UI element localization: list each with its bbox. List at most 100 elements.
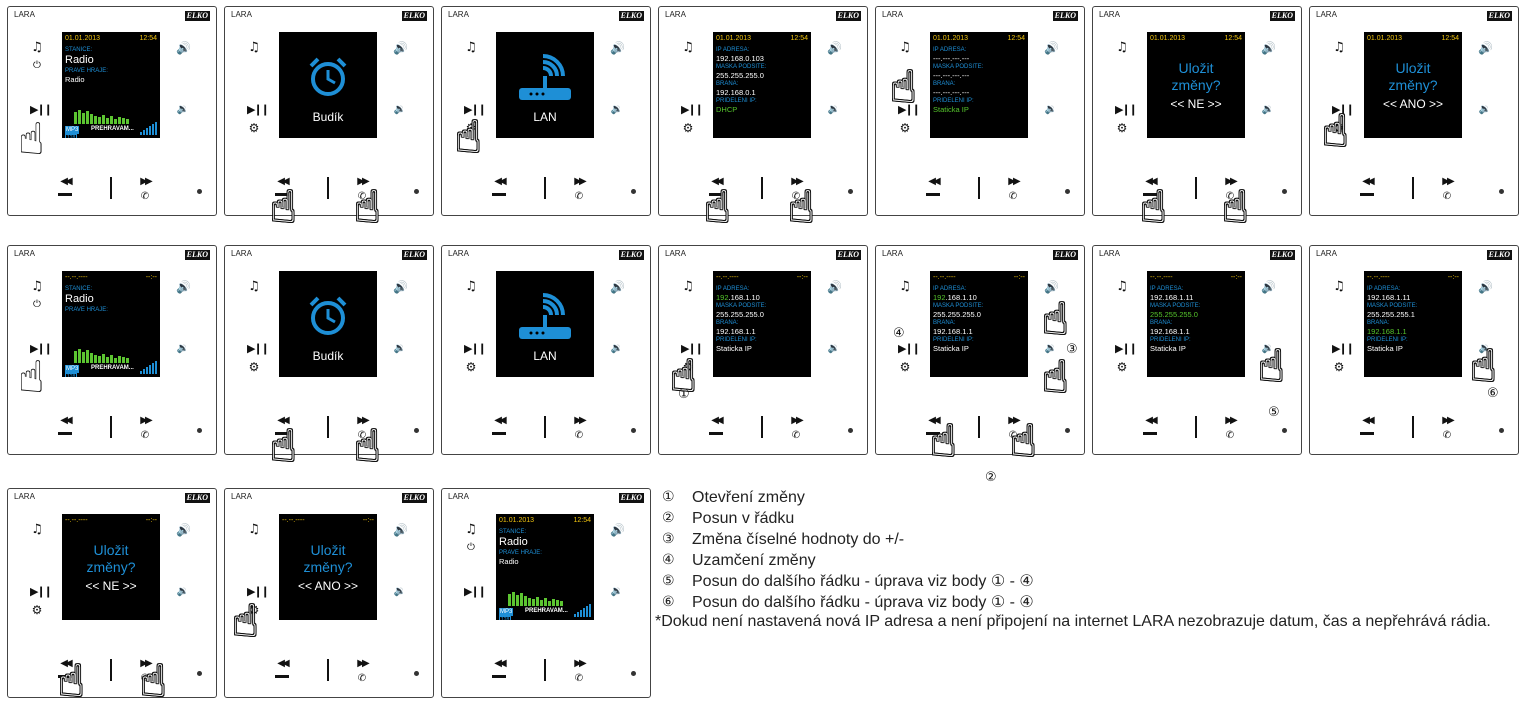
music-note-icon[interactable]: ♫ (1333, 40, 1345, 55)
next-icon[interactable]: ▶▶ (1008, 176, 1020, 187)
music-note-icon[interactable]: ♫ (31, 522, 43, 537)
phone-hangup-icon[interactable] (1143, 190, 1157, 196)
next-icon[interactable]: ▶▶ (574, 658, 586, 669)
next-icon[interactable]: ▶▶ (357, 658, 369, 669)
volume-up-icon[interactable]: 🔊 (827, 41, 842, 55)
music-note-icon[interactable]: ♫ (682, 279, 694, 294)
phone-call-icon[interactable]: ✆ (1442, 191, 1452, 202)
next-icon[interactable]: ▶▶ (1008, 415, 1020, 426)
phone-hangup-icon[interactable] (58, 672, 72, 678)
play-pause-icon[interactable]: ▶❙❙ (1332, 342, 1355, 355)
volume-up-icon[interactable]: 🔊 (176, 523, 191, 537)
play-pause-icon[interactable]: ▶❙❙ (1115, 342, 1138, 355)
phone-hangup-icon[interactable] (492, 190, 506, 196)
play-pause-icon[interactable]: ▶❙❙ (464, 585, 487, 598)
phone-call-icon[interactable]: ✆ (357, 673, 367, 684)
gear-icon[interactable]: ⚙ (248, 121, 260, 135)
music-note-icon[interactable]: ♫ (31, 40, 43, 55)
next-icon[interactable]: ▶▶ (1225, 415, 1237, 426)
power-icon[interactable]: ⏻ (33, 299, 41, 310)
music-note-icon[interactable]: ♫ (31, 279, 43, 294)
phone-hangup-icon[interactable] (58, 429, 72, 435)
phone-call-icon[interactable]: ✆ (357, 191, 367, 202)
volume-up-icon[interactable]: 🔊 (1478, 41, 1493, 55)
phone-hangup-icon[interactable] (926, 429, 940, 435)
power-icon[interactable]: ⏻ (33, 60, 41, 71)
volume-down-icon[interactable]: 🔉 (1261, 343, 1275, 354)
next-icon[interactable]: ▶▶ (140, 415, 152, 426)
volume-up-icon[interactable]: 🔊 (610, 523, 625, 537)
prev-icon[interactable]: ◀◀ (60, 658, 72, 669)
gear-icon[interactable]: ⚙ (899, 360, 911, 374)
phone-hangup-icon[interactable] (709, 429, 723, 435)
gear-icon[interactable]: ⚙ (465, 121, 477, 135)
volume-down-icon[interactable]: 🔉 (393, 343, 407, 354)
volume-down-icon[interactable]: 🔉 (176, 104, 190, 115)
next-icon[interactable]: ▶▶ (574, 176, 586, 187)
volume-up-icon[interactable]: 🔊 (1478, 280, 1493, 294)
phone-call-icon[interactable]: ✆ (1008, 191, 1018, 202)
prev-icon[interactable]: ◀◀ (711, 176, 723, 187)
phone-hangup-icon[interactable] (926, 190, 940, 196)
volume-up-icon[interactable]: 🔊 (393, 41, 408, 55)
play-pause-icon[interactable]: ▶❙❙ (681, 342, 704, 355)
prev-icon[interactable]: ◀◀ (60, 415, 72, 426)
play-pause-icon[interactable]: ▶❙❙ (681, 103, 704, 116)
phone-hangup-icon[interactable] (275, 190, 289, 196)
phone-hangup-icon[interactable] (1143, 429, 1157, 435)
play-pause-icon[interactable]: ▶❙❙ (464, 342, 487, 355)
next-icon[interactable]: ▶▶ (140, 658, 152, 669)
volume-up-icon[interactable]: 🔊 (1044, 280, 1059, 294)
next-icon[interactable]: ▶▶ (1225, 176, 1237, 187)
next-icon[interactable]: ▶▶ (1442, 176, 1454, 187)
volume-down-icon[interactable]: 🔉 (393, 104, 407, 115)
gear-icon[interactable]: ⚙ (248, 360, 260, 374)
music-note-icon[interactable]: ♫ (682, 40, 694, 55)
next-icon[interactable]: ▶▶ (574, 415, 586, 426)
next-icon[interactable]: ▶▶ (140, 176, 152, 187)
play-pause-icon[interactable]: ▶❙❙ (247, 103, 270, 116)
volume-up-icon[interactable]: 🔊 (176, 280, 191, 294)
volume-down-icon[interactable]: 🔉 (176, 586, 190, 597)
volume-up-icon[interactable]: 🔊 (393, 523, 408, 537)
phone-call-icon[interactable]: ✆ (140, 430, 150, 441)
volume-up-icon[interactable]: 🔊 (1261, 41, 1276, 55)
prev-icon[interactable]: ◀◀ (1362, 415, 1374, 426)
next-icon[interactable]: ▶▶ (791, 415, 803, 426)
phone-call-icon[interactable]: ✆ (791, 430, 801, 441)
volume-down-icon[interactable]: 🔉 (1044, 343, 1058, 354)
volume-down-icon[interactable]: 🔉 (827, 104, 841, 115)
phone-call-icon[interactable]: ✆ (574, 430, 584, 441)
music-note-icon[interactable]: ♫ (899, 279, 911, 294)
phone-hangup-icon[interactable] (1360, 190, 1374, 196)
prev-icon[interactable]: ◀◀ (494, 415, 506, 426)
gear-icon[interactable]: ⚙ (1333, 360, 1345, 374)
volume-up-icon[interactable]: 🔊 (1044, 41, 1059, 55)
music-note-icon[interactable]: ♫ (248, 40, 260, 55)
prev-icon[interactable]: ◀◀ (494, 176, 506, 187)
volume-down-icon[interactable]: 🔉 (610, 586, 624, 597)
phone-call-icon[interactable]: ✆ (1225, 430, 1235, 441)
volume-down-icon[interactable]: 🔉 (1478, 104, 1492, 115)
volume-up-icon[interactable]: 🔊 (610, 280, 625, 294)
next-icon[interactable]: ▶▶ (1442, 415, 1454, 426)
prev-icon[interactable]: ◀◀ (277, 176, 289, 187)
play-pause-icon[interactable]: ▶❙❙ (1115, 103, 1138, 116)
phone-hangup-icon[interactable] (492, 429, 506, 435)
music-note-icon[interactable]: ♫ (1333, 279, 1345, 294)
play-pause-icon[interactable]: ▶❙❙ (247, 585, 270, 598)
music-note-icon[interactable]: ♫ (248, 522, 260, 537)
music-note-icon[interactable]: ♫ (465, 279, 477, 294)
gear-icon[interactable]: ⚙ (1333, 121, 1345, 135)
phone-hangup-icon[interactable] (709, 190, 723, 196)
phone-call-icon[interactable]: ✆ (574, 673, 584, 684)
next-icon[interactable]: ▶▶ (357, 415, 369, 426)
phone-call-icon[interactable]: ✆ (1008, 430, 1018, 441)
gear-icon[interactable]: ⚙ (1116, 121, 1128, 135)
volume-up-icon[interactable]: 🔊 (393, 280, 408, 294)
next-icon[interactable]: ▶▶ (357, 176, 369, 187)
volume-up-icon[interactable]: 🔊 (610, 41, 625, 55)
volume-down-icon[interactable]: 🔉 (1478, 343, 1492, 354)
phone-call-icon[interactable]: ✆ (574, 191, 584, 202)
gear-icon[interactable]: ⚙ (1116, 360, 1128, 374)
